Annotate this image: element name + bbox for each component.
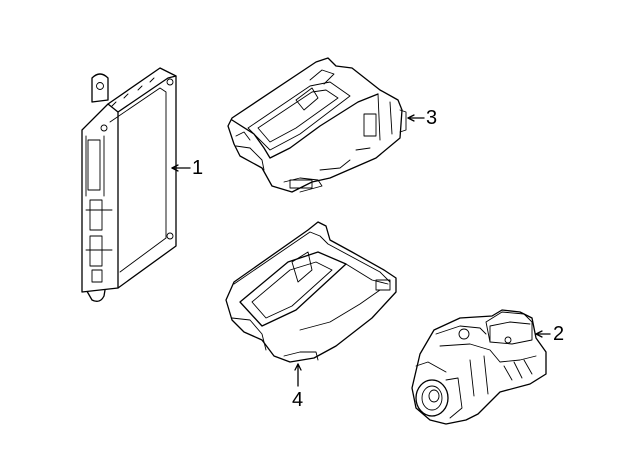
- part-4-tray-bracket: [225, 221, 397, 387]
- part-3-bracket: [227, 57, 425, 193]
- part-2-actuator: [411, 309, 551, 425]
- callout-4-label: 4: [292, 389, 304, 411]
- callout-1-label: 1: [192, 157, 204, 179]
- callout-3-label: 3: [426, 107, 438, 129]
- part-1-control-module: [81, 67, 191, 302]
- callout-2-label: 2: [553, 323, 565, 345]
